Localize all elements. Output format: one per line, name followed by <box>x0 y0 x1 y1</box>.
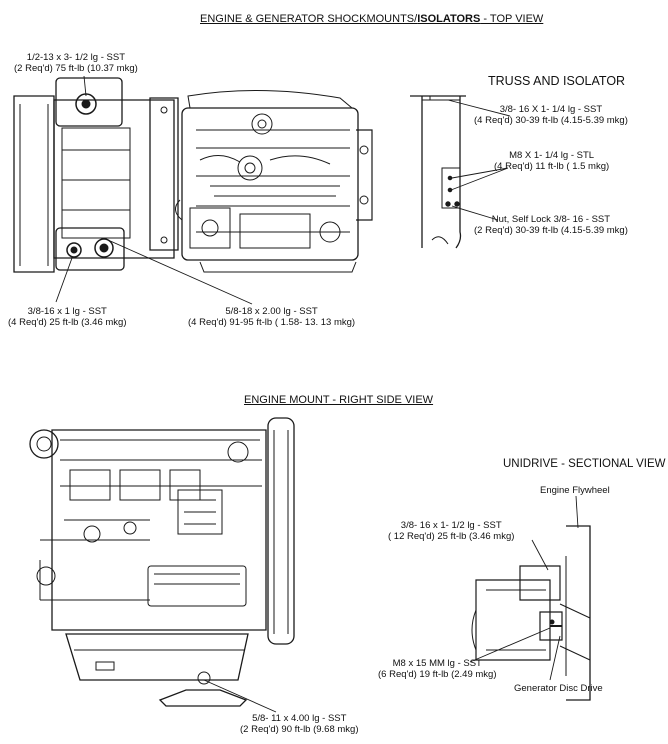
unidrive-bolt-torque: ( 12 Req'd) 25 ft-lb (3.46 mkg) <box>388 531 515 542</box>
shockmount-bolt-label: 1/2-13 x 3- 1/2 lg - SST (2 Req'd) 75 ft… <box>14 52 138 74</box>
engine-top-view-drawing <box>14 78 372 272</box>
top-view-heading-bold: ISOLATORS <box>417 13 481 25</box>
top-view-heading-prefix: ENGINE & GENERATOR SHOCKMOUNTS/ <box>200 13 418 25</box>
unidrive-m8-label: M8 x 15 MM lg - SST (6 Req'd) 19 ft-lb (… <box>378 658 497 680</box>
truss-bolt-torque: (4 Req'd) 30-39 ft-lb (4.15-5.39 mkg) <box>474 115 628 126</box>
isolator-large-bolt-torque: (4 Req'd) 91-95 ft-lb ( 1.58- 13. 13 mkg… <box>188 317 356 328</box>
unidrive-bolt-label: 3/8- 16 x 1- 1/2 lg - SST ( 12 Req'd) 25… <box>388 520 514 542</box>
truss-m8-torque: (4 Req'd) 11 ft-lb ( 1.5 mkg) <box>494 161 610 172</box>
shockmount-bolt-spec: 1/2-13 x 3- 1/2 lg - SST <box>26 52 125 63</box>
leader-lines <box>56 76 578 712</box>
truss-isolator-drawing <box>410 96 466 248</box>
engine-right-side-drawing <box>30 418 294 706</box>
isolator-large-bolt-label: 5/8-18 x 2.00 lg - SST (4 Req'd) 91-95 f… <box>188 306 355 328</box>
truss-bolt-label: 3/8- 16 X 1- 1/4 lg - SST (4 Req'd) 30-3… <box>474 104 628 126</box>
right-side-heading: ENGINE MOUNT - RIGHT SIDE VIEW <box>244 394 434 406</box>
unidrive-heading: UNIDRIVE - SECTIONAL VIEW <box>503 458 666 470</box>
truss-nut-spec: Nut, Self Lock 3/8- 16 - SST <box>491 214 611 225</box>
isolator-large-bolt-spec: 5/8-18 x 2.00 lg - SST <box>225 306 318 317</box>
unidrive-bolt-spec: 3/8- 16 x 1- 1/2 lg - SST <box>400 520 502 531</box>
unidrive-drawing <box>472 526 590 700</box>
truss-nut-torque: (2 Req'd) 30-39 ft-lb (4.15-5.39 mkg) <box>474 225 628 236</box>
mount-bolt-torque: (2 Req'd) 90 ft-lb (9.68 mkg) <box>240 724 359 735</box>
shockmount-bolt-torque: (2 Req'd) 75 ft-lb (10.37 mkg) <box>14 63 138 74</box>
truss-m8-label: M8 X 1- 1/4 lg - STL (4 Req'd) 11 ft-lb … <box>494 150 609 172</box>
top-view-heading: ENGINE & GENERATOR SHOCKMOUNTS/ISOLATORS… <box>200 13 543 25</box>
truss-m8-spec: M8 X 1- 1/4 lg - STL <box>509 150 595 161</box>
isolator-small-bolt-torque: (4 Req'd) 25 ft-lb (3.46 mkg) <box>8 317 127 328</box>
disc-drive-label: Generator Disc Drive <box>514 683 603 694</box>
isolator-small-bolt-spec: 3/8-16 x 1 lg - SST <box>27 306 107 317</box>
truss-nut-label: Nut, Self Lock 3/8- 16 - SST (2 Req'd) 3… <box>474 214 628 236</box>
unidrive-m8-spec: M8 x 15 MM lg - SST <box>392 658 482 669</box>
unidrive-m8-torque: (6 Req'd) 19 ft-lb (2.49 mkg) <box>378 669 497 680</box>
mount-bolt-label: 5/8- 11 x 4.00 lg - SST (2 Req'd) 90 ft-… <box>240 713 359 735</box>
truss-bolt-spec: 3/8- 16 X 1- 1/4 lg - SST <box>499 104 603 115</box>
top-view-heading-suffix: - TOP VIEW <box>480 13 544 25</box>
flywheel-label: Engine Flywheel <box>540 485 610 496</box>
isolator-small-bolt-label: 3/8-16 x 1 lg - SST (4 Req'd) 25 ft-lb (… <box>8 306 127 328</box>
truss-heading: TRUSS AND ISOLATOR <box>488 74 626 88</box>
mount-bolt-spec: 5/8- 11 x 4.00 lg - SST <box>252 713 347 724</box>
